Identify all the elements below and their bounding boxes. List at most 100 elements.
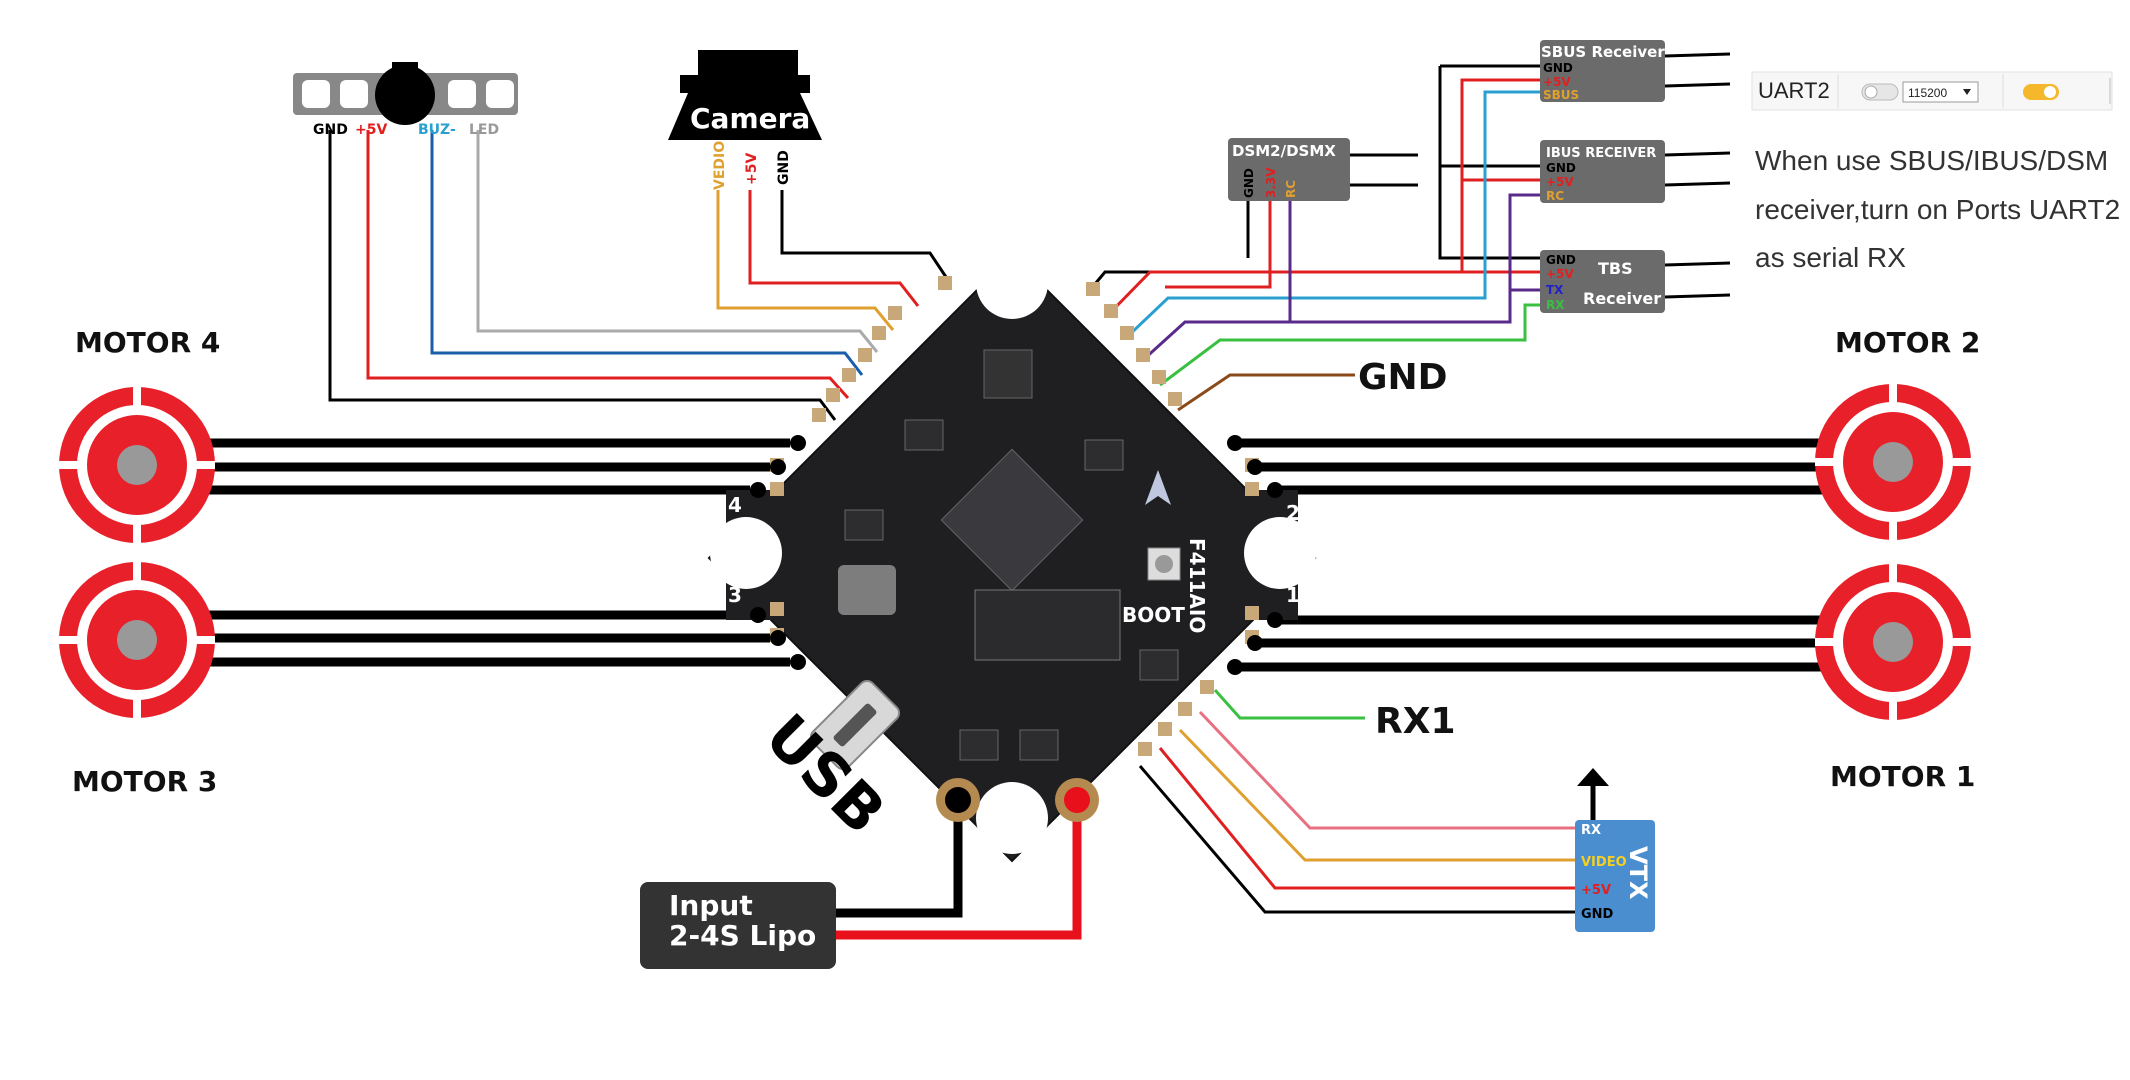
buzzer-pin-buz: BUZ- [418, 122, 456, 138]
board-model-label: F411AIO [1185, 538, 1209, 633]
osd-chip [974, 589, 1121, 661]
motor-3-label: MOTOR 3 [72, 765, 217, 798]
buzzer-pin-gnd: GND [313, 122, 348, 138]
note-line-1: When use SBUS/IBUS/DSM [1755, 145, 2108, 176]
direction-arrow [1145, 470, 1171, 505]
tbs-pin-rx: RX [1546, 298, 1565, 312]
serial-rx-toggle[interactable] [2023, 84, 2059, 100]
vtx-pin-gnd: GND [1581, 907, 1614, 922]
wire-buzzer-gnd [328, 130, 837, 421]
buzzer-pin-5v: +5V [355, 122, 387, 138]
motor-1 [1815, 564, 1971, 720]
pad-number-4: 4 [728, 493, 742, 517]
esc-fet-5 [959, 729, 999, 761]
power-input-box [640, 882, 836, 969]
baud-rate-value: 115200 [1908, 86, 1947, 100]
mount-hole-bottom [976, 782, 1048, 854]
dsm-pin-33v: 3.3V [1264, 167, 1278, 198]
wire-5v-common [1150, 78, 1545, 274]
pad-number-2: 2 [1286, 501, 1300, 525]
msp-toggle[interactable] [1861, 83, 1899, 101]
buzzer-pin-led: LED [469, 122, 499, 138]
vtx-title: VTX [1624, 846, 1652, 900]
wire-camera-5v [748, 190, 920, 307]
ibus-pin-5v: +5V [1546, 175, 1574, 189]
ibus-pin-rc: RC [1546, 189, 1564, 203]
mount-hole-top [976, 247, 1048, 319]
wire-vtx-gnd [1138, 765, 1580, 914]
motor-pad-dots [750, 435, 1283, 675]
motor-4 [59, 387, 215, 543]
ibus-title: IBUS RECEIVER [1546, 146, 1656, 161]
wire-sbus-gnd [1438, 66, 1545, 260]
vtx-pin-video: VIDEO [1581, 855, 1627, 870]
wire-rx-5v-bus [1106, 270, 1265, 317]
vtx-pin-5v: +5V [1581, 883, 1611, 898]
wire-buzzer-led [476, 130, 879, 353]
tbs-pin-tx: TX [1546, 283, 1564, 297]
baud-rate-select[interactable]: 115200 [1902, 81, 1979, 103]
wire-power-pos [832, 805, 1082, 940]
vtx-box [1575, 820, 1655, 932]
ibus-receiver-box [1540, 140, 1665, 203]
power-input-line2: 2-4S Lipo [669, 919, 816, 952]
wire-dsm-33v [1165, 190, 1272, 289]
wire-power-gnd [832, 805, 963, 918]
pad-number-1: 1 [1286, 583, 1300, 607]
vtx-antenna-icon [1577, 768, 1609, 786]
dsm-pin-rc: RC [1284, 180, 1298, 198]
motor-wires [205, 438, 1825, 672]
wire-tbs-rx [1159, 303, 1545, 387]
ports-uart2-label: UART2 [1758, 78, 1830, 103]
note-line-3: as serial RX [1755, 242, 1906, 273]
motor-2-label: MOTOR 2 [1835, 326, 1980, 359]
mount-hole-left [710, 517, 782, 589]
esc-fet-2 [844, 509, 884, 541]
tbs-pin-gnd: GND [1546, 253, 1576, 267]
mount-hole-right [1244, 517, 1316, 589]
wire-vtx-video [1178, 728, 1580, 862]
inductor [838, 565, 896, 615]
mcu-chip [940, 448, 1084, 592]
motor-1-label: MOTOR 1 [1830, 760, 1975, 793]
chevron-down-icon [1963, 89, 1971, 95]
boot-label: BOOT [1122, 603, 1185, 627]
tbs-receiver-box [1540, 250, 1665, 313]
dsm-receiver-box [1228, 138, 1350, 201]
dsm-pin-gnd: GND [1242, 168, 1256, 198]
camera-icon [668, 50, 822, 140]
esc-fet-4 [1139, 649, 1179, 681]
motor-4-label: MOTOR 4 [75, 326, 220, 359]
camera-pin-5v: +5V [744, 153, 760, 185]
motor-2 [1815, 384, 1971, 540]
wire-vtx-rx [1198, 710, 1580, 830]
tbs-title-receiver: Receiver [1583, 289, 1661, 308]
wire-camera-gnd [780, 190, 952, 284]
camera-pin-gnd: GND [776, 150, 792, 185]
pads [770, 276, 1259, 756]
sbus-pin-sbus: SBUS [1543, 88, 1579, 102]
tbs-pin-5v: +5V [1546, 267, 1574, 281]
sbus-receiver-box [1540, 40, 1665, 102]
wire-rc-signal [1141, 190, 1292, 362]
wire-camera-video [716, 190, 895, 331]
camera-title: Camera [690, 102, 810, 135]
tbs-title: TBS [1598, 259, 1633, 278]
pad-number-3: 3 [728, 583, 742, 607]
esc-fet-1 [904, 419, 944, 451]
gnd-pad-label: GND [1358, 357, 1448, 398]
ibus-pin-gnd: GND [1546, 161, 1576, 175]
esc-fet-6 [1019, 729, 1059, 761]
wire-sbus-signal [1124, 90, 1545, 340]
gyro-chip [983, 349, 1033, 399]
camera-pin-video: VEDIO [712, 141, 728, 190]
dsm-title: DSM2/DSMX [1232, 142, 1336, 160]
buzzer-icon [375, 65, 435, 125]
rx1-pad-label: RX1 [1375, 701, 1456, 742]
wire-rx1 [1213, 689, 1365, 720]
wire-buzzer-buz [430, 130, 864, 376]
wire-gnd-pad [1177, 373, 1355, 412]
power-input-line1: Input [669, 889, 753, 922]
wires [205, 52, 1825, 940]
